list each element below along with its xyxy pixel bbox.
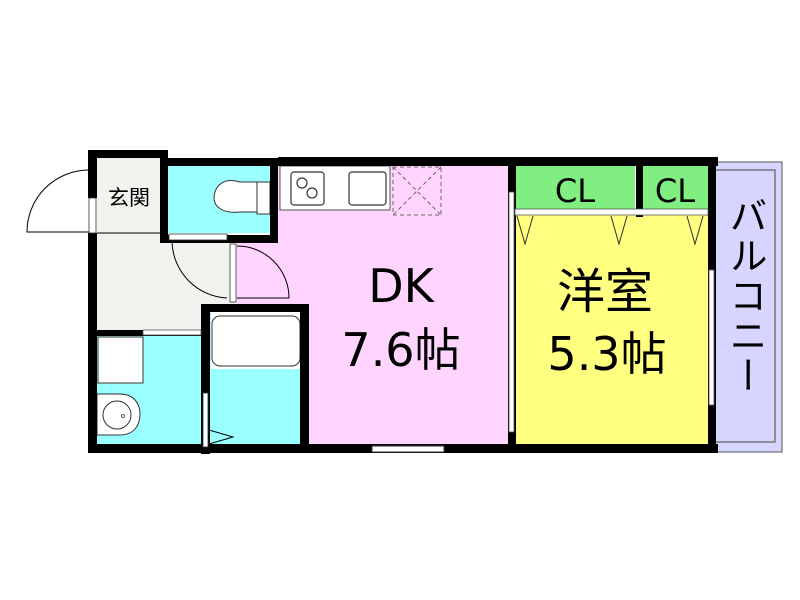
closet-doors [514, 208, 709, 246]
western-room-label: 洋室 [557, 264, 653, 320]
closet-1-label: CL [555, 172, 595, 210]
sink-icon [348, 171, 387, 206]
toilet-icon [213, 180, 271, 215]
closet-2 [642, 165, 708, 210]
bathroom-door [202, 392, 235, 448]
western-room-size-label: 5.3帖 [547, 327, 666, 381]
kitchen-counter [279, 165, 391, 211]
balcony-window [708, 269, 715, 406]
balcony-label: バルコニー [723, 196, 767, 396]
wash-basin-icon [96, 393, 141, 436]
entrance-label: 玄関 [108, 186, 150, 210]
closet-1 [514, 165, 635, 210]
dk-western-sliding-door [508, 191, 515, 433]
bathtub-icon [211, 315, 301, 367]
dk-label: DK [368, 259, 435, 313]
entrance-door [26, 169, 97, 234]
washroom-sliding-door [142, 329, 202, 336]
entrance-floor [97, 157, 167, 237]
toilet-door [168, 233, 228, 299]
washing-machine-space [97, 336, 144, 384]
western-room [514, 210, 708, 446]
stove-icon [290, 171, 325, 206]
refrigerator-space [392, 166, 442, 216]
dk-size-label: 7.6帖 [341, 323, 460, 377]
dk-door [229, 243, 290, 303]
dk-window [371, 445, 445, 453]
balcony [713, 161, 783, 453]
closet-2-label: CL [655, 172, 695, 210]
